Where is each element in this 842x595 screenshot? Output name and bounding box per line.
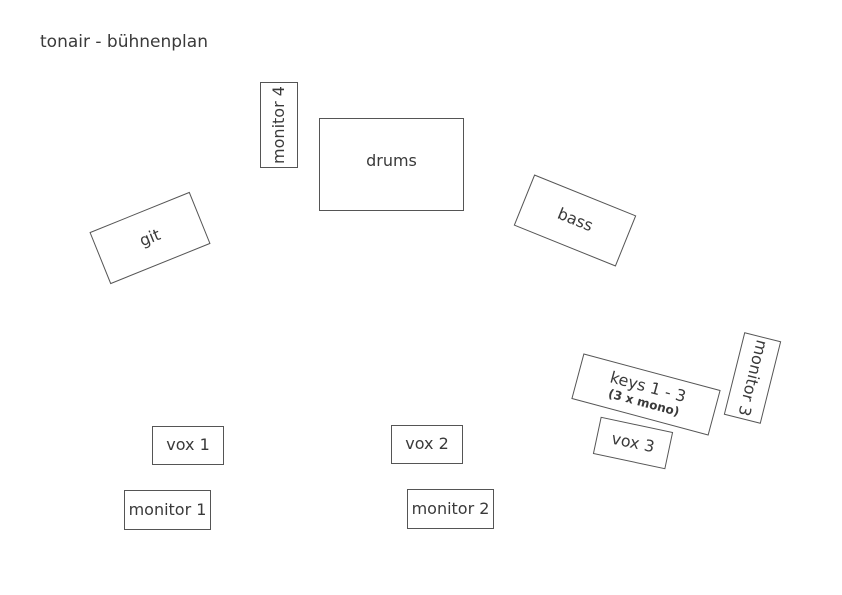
git-box: git [89, 191, 211, 285]
keys-box: keys 1 - 3 (3 x mono) [571, 353, 721, 436]
drums-box: drums [319, 118, 464, 211]
page-title: tonair - bühnenplan [40, 32, 208, 52]
monitor-4-box: monitor 4 [260, 82, 298, 168]
monitor-2-box: monitor 2 [407, 489, 494, 529]
monitor-1-box: monitor 1 [124, 490, 211, 530]
vox-1-box: vox 1 [152, 426, 224, 465]
bass-box: bass [513, 174, 637, 267]
bass-label: bass [554, 204, 596, 236]
monitor-1-label: monitor 1 [128, 499, 207, 519]
vox-1-label: vox 1 [166, 435, 210, 455]
git-label: git [136, 224, 163, 251]
monitor-2-label: monitor 2 [411, 498, 490, 518]
vox-2-label: vox 2 [405, 434, 449, 454]
vox-3-label: vox 3 [609, 428, 657, 457]
monitor-4-label: monitor 4 [268, 86, 288, 164]
vox-3-box: vox 3 [592, 416, 674, 470]
monitor-3-box: monitor 3 [723, 332, 782, 424]
vox-2-box: vox 2 [391, 425, 463, 464]
monitor-3-label: monitor 3 [734, 338, 772, 419]
drums-label: drums [366, 151, 417, 171]
